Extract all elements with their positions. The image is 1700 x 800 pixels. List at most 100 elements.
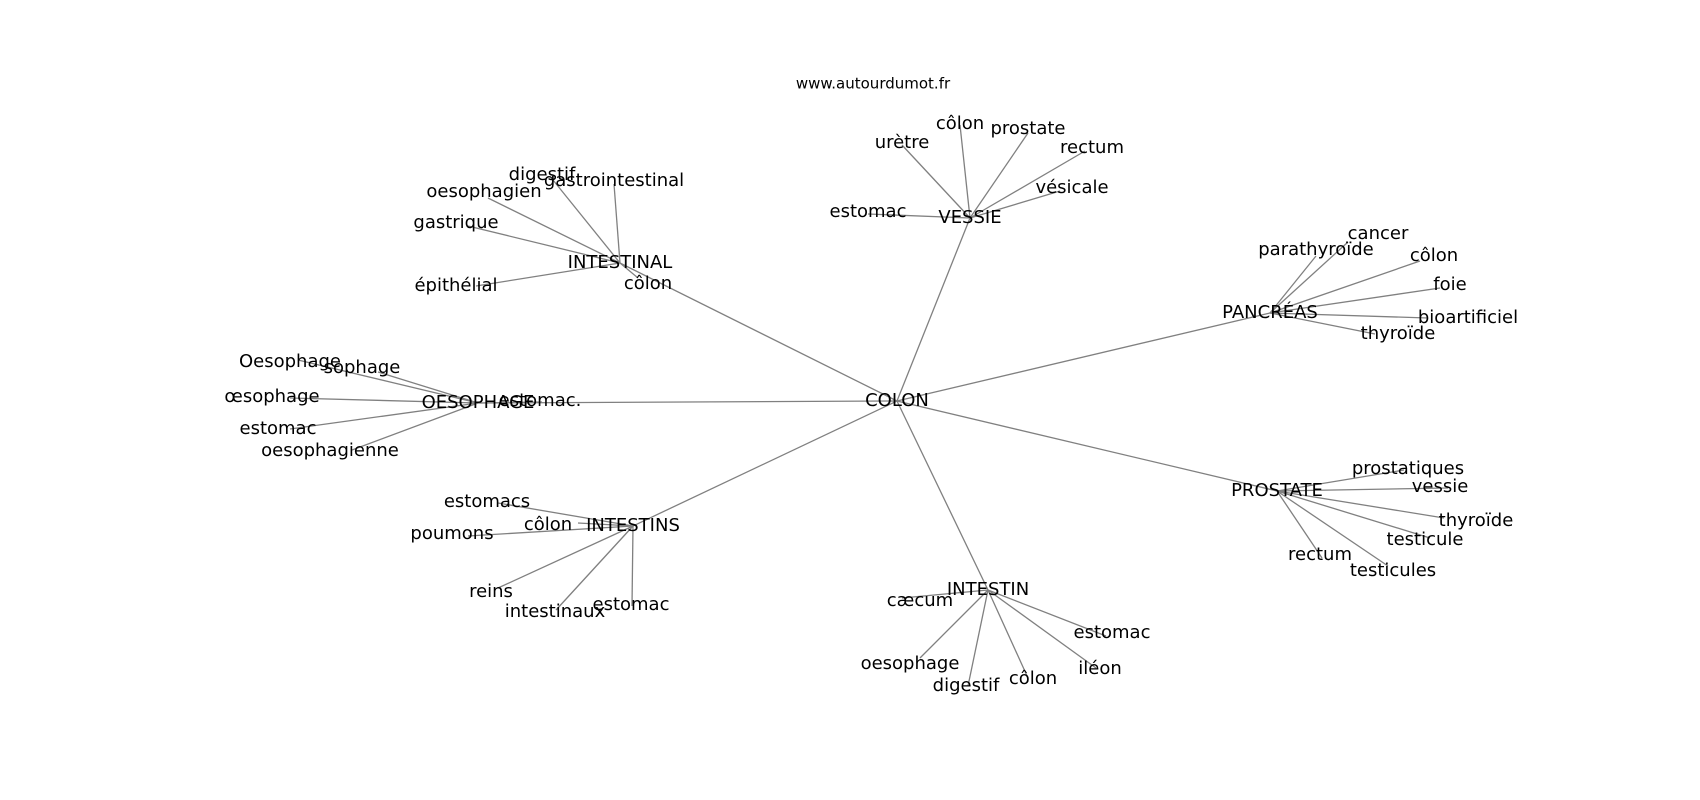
leaf-node-label[interactable]: testicule [1387,529,1464,550]
site-label: www.autourdumot.fr [796,75,951,93]
leaf-node-label[interactable]: poumons [410,523,493,544]
edge-5-6 [1276,490,1389,567]
edge-2-6 [619,262,639,279]
leaf-node-label[interactable]: estomac [830,201,907,222]
edge-3-6 [1269,312,1376,335]
edge-3-5 [1269,312,1429,319]
edge-5-5 [1276,490,1323,559]
leaf-node-label[interactable]: gastrointestinal [544,170,684,191]
leaf-node-label[interactable]: côlon [936,113,984,134]
edge-4-2 [377,371,479,404]
edge-6-4 [497,525,634,589]
edge-7-3 [919,589,989,659]
hub-node-label[interactable]: INTESTIN [947,579,1029,600]
edge-center-2 [619,262,898,402]
edge-1-1 [901,144,971,219]
center-node-label[interactable]: COLON [865,390,929,411]
edge-5-2 [1276,487,1449,492]
leaf-node-label[interactable]: digestif [509,164,576,185]
leaf-node-label[interactable]: oesophage [861,653,960,674]
edge-1-6 [867,213,971,219]
edge-center-7 [896,400,989,591]
leaf-node-label[interactable]: œsophage [224,386,319,407]
edge-4-4 [289,402,479,430]
hub-node-label[interactable]: PROSTATE [1231,480,1323,501]
edge-6-6 [631,525,634,607]
edge-4-1 [297,359,479,404]
hub-node-label[interactable]: OESOPHAGE [422,392,535,413]
edge-3-2 [1269,255,1317,314]
edge-2-2 [613,183,621,264]
edge-center-1 [896,217,971,402]
leaf-node-label[interactable]: foie [1433,274,1466,295]
edge-4-3 [289,397,479,404]
leaf-node-label[interactable]: rectum [1060,137,1124,158]
edge-4-5 [351,402,479,451]
leaf-node-label[interactable]: gastrique [413,212,498,233]
leaf-node-label[interactable]: cæcum [887,590,953,611]
leaf-node-label[interactable]: digestif [933,675,1000,696]
leaf-node-label[interactable]: prostatiques [1352,458,1464,479]
leaf-node-label[interactable]: vessie [1412,476,1469,497]
leaf-node-label[interactable]: estomac [593,594,670,615]
edge-2-4 [467,225,621,264]
leaf-node-label[interactable]: sophage [324,357,401,378]
leaf-node-label[interactable]: thyroïde [1361,323,1436,344]
edge-3-3 [1269,260,1421,314]
edge-center-6 [632,400,898,527]
leaf-node-label[interactable]: côlon [1009,668,1057,689]
edge-2-5 [475,262,621,287]
edge-center-4 [477,400,898,404]
edge-center-5 [896,400,1278,492]
edge-4-6 [477,401,543,404]
leaf-node-label[interactable]: estomac [240,418,317,439]
leaf-node-label[interactable]: côlon [1410,245,1458,266]
leaf-node-label[interactable]: bioartificiel [1418,307,1518,328]
edge-2-1 [552,179,621,264]
leaf-node-label[interactable]: estomac [1074,622,1151,643]
edge-2-3 [487,197,621,264]
edge-center-3 [896,312,1271,402]
edge-5-4 [1276,490,1431,539]
leaf-node-label[interactable]: oesophagienne [261,440,399,461]
leaf-node-label[interactable]: intestinaux [505,601,606,622]
leaf-node-label[interactable]: côlon [624,273,672,294]
edge-1-5 [969,190,1061,219]
edge-5-1 [1276,469,1405,492]
hub-node-label[interactable]: INTESTINAL [568,252,673,273]
edge-6-1 [497,502,634,527]
leaf-node-label[interactable]: thyroïde [1439,510,1514,531]
edge-5-3 [1276,490,1445,519]
leaf-node-label[interactable]: oesophagien [426,181,541,202]
edges [289,124,1449,687]
leaf-node-label[interactable]: estomacs [444,491,530,512]
leaf-node-label[interactable]: côlon [524,514,572,535]
leaf-node-label[interactable]: rectum [1288,544,1352,565]
leaf-node-label[interactable]: estomac. [499,390,582,411]
edge-3-4 [1269,287,1441,314]
edge-1-3 [969,132,1029,219]
leaf-node-label[interactable]: urètre [875,132,930,153]
leaf-node-label[interactable]: iléon [1078,658,1122,679]
leaf-node-label[interactable]: Oesophage [239,351,341,372]
leaf-node-label[interactable]: reins [469,581,513,602]
edge-1-2 [959,124,971,219]
hub-node-label[interactable]: INTESTINS [586,515,680,536]
leaf-node-label[interactable]: prostate [990,118,1065,139]
leaf-node-label[interactable]: testicules [1350,560,1436,581]
edge-7-1 [901,589,989,599]
leaf-node-label[interactable]: parathyroïde [1258,239,1374,260]
leaf-node-label[interactable]: vésicale [1035,177,1108,198]
edge-6-2 [577,522,634,527]
edge-7-5 [967,589,989,687]
edge-7-6 [987,589,1029,679]
hub-node-label[interactable]: VESSIE [938,207,1001,228]
edge-3-1 [1269,241,1349,314]
edge-1-4 [969,150,1086,219]
edge-7-2 [987,589,1107,637]
leaf-node-label[interactable]: cancer [1348,223,1409,244]
hub-node-label[interactable]: PANCRÉAS [1222,301,1318,323]
leaf-node-label[interactable]: épithélial [414,275,497,296]
